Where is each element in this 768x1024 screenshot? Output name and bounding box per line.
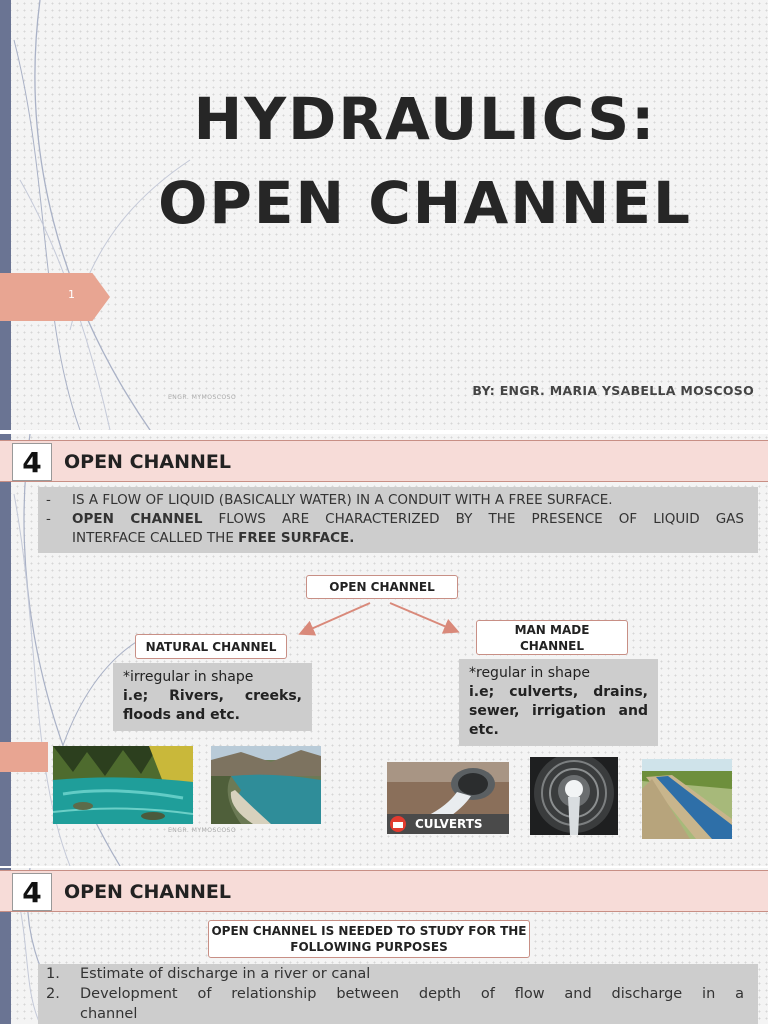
culvert-photo: CULVERTS — [387, 762, 509, 834]
footer-credit: ENGR. MYMOSCOSO — [168, 827, 237, 834]
branch-arrows — [298, 602, 460, 636]
footer-credit: ENGR. MYMOSCOSO — [168, 394, 237, 401]
bullet-dash: - — [46, 511, 51, 527]
slide-title-line-2: OPEN CHANNEL — [158, 169, 692, 237]
man-made-channel-label: MAN MADE CHANNEL — [476, 620, 628, 655]
bullet-dash: - — [46, 492, 51, 508]
section-title: OPEN CHANNEL — [64, 451, 232, 473]
natural-channel-description: *irregular in shape i.e; Rivers, creeks,… — [113, 663, 312, 731]
natural-channel-label: NATURAL CHANNEL — [135, 634, 287, 659]
open-channel-label: OPEN CHANNEL — [306, 575, 458, 599]
river-forest-photo — [53, 746, 193, 824]
man-made-channel-description: *regular in shape i.e; culverts, drains,… — [459, 659, 658, 746]
section-title: OPEN CHANNEL — [64, 881, 232, 903]
purposes-list: 1. Estimate of discharge in a river or c… — [38, 964, 758, 1024]
purposes-heading: OPEN CHANNEL IS NEEDED TO STUDY FOR THE … — [208, 920, 530, 958]
definition-line-3: INTERFACE CALLED THE FREE SURFACE. — [72, 530, 355, 546]
pipe-interior-photo — [530, 757, 618, 835]
slide-header: 4 OPEN CHANNEL — [0, 440, 768, 482]
left-accent-bar — [0, 0, 11, 430]
open-channel-purposes-slide: 4 OPEN CHANNEL OPEN CHANNEL IS NEEDED TO… — [0, 868, 768, 1024]
section-number: 4 — [12, 873, 52, 911]
irrigation-canal-photo — [642, 759, 732, 839]
left-accent-bar — [0, 868, 11, 1024]
slide-number: 1 — [68, 288, 75, 301]
left-accent-bar — [0, 434, 11, 866]
list-item: 2. Development of relationship between d… — [46, 986, 744, 1002]
definition-line-1: - IS A FLOW OF LIQUID (BASICALLY WATER) … — [46, 492, 613, 508]
slide-header: 4 OPEN CHANNEL — [0, 870, 768, 912]
author-line: BY: ENGR. MARIA YSABELLA MOSCOSO — [472, 383, 754, 398]
side-accent-tab — [0, 742, 48, 772]
slide-number-tab — [0, 273, 110, 321]
title-slide: HYDRAULICS: OPEN CHANNEL 1 ENGR. MYMOSCO… — [0, 0, 768, 430]
list-item: 1. Estimate of discharge in a river or c… — [46, 966, 371, 982]
culverts-caption: CULVERTS — [415, 817, 483, 831]
definition-line-2: - OPEN CHANNEL FLOWS ARE CHARACTERIZED B… — [46, 511, 744, 527]
list-item: channel — [80, 1006, 138, 1022]
river-valley-photo — [211, 746, 321, 824]
slide-title-line-1: HYDRAULICS: — [193, 85, 657, 153]
definition-box: - IS A FLOW OF LIQUID (BASICALLY WATER) … — [38, 487, 758, 553]
section-number: 4 — [12, 443, 52, 481]
open-channel-slide: 4 OPEN CHANNEL - IS A FLOW OF LIQUID (BA… — [0, 434, 768, 866]
